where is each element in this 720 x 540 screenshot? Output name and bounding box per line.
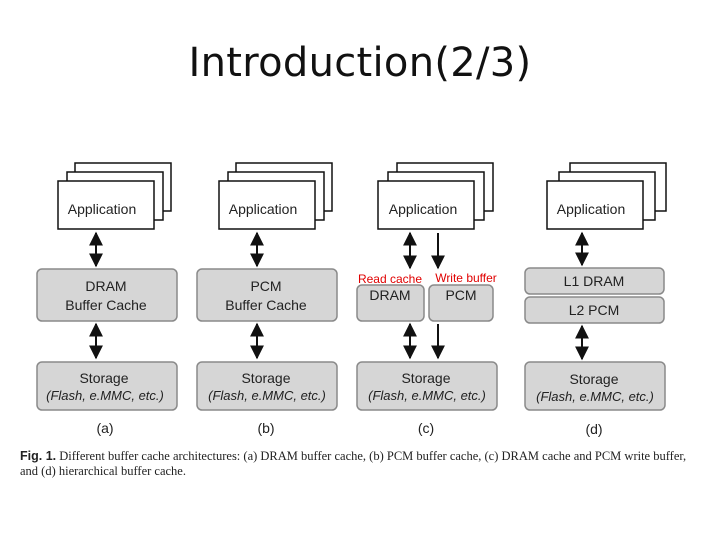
dram-label: DRAM [369,287,410,303]
write-buffer-label: Write buffer [435,271,497,285]
application-label: Application [557,201,626,217]
pcm-write-buffer-box: PCM [428,284,494,322]
column-label: (d) [585,421,602,437]
slide-title: Introduction(2/3) [188,40,532,86]
column-label: (a) [96,420,113,436]
storage-sublabel: (Flash, e.MMC, etc.) [46,388,164,403]
storage-box: Storage (Flash, e.MMC, etc.) [36,361,178,411]
l2-pcm-label: L2 PCM [569,302,620,318]
application-label: Application [229,201,298,217]
application-stack: Application [218,162,333,230]
buffer-cache-label: Buffer Cache [65,297,147,313]
l1-dram-label: L1 DRAM [564,273,625,289]
buffer-cache-type: DRAM [85,278,126,294]
application-stack: Application [57,162,172,230]
application-label: Application [389,201,458,217]
storage-sublabel: (Flash, e.MMC, etc.) [368,388,486,403]
dram-cache-box: DRAM [356,284,425,322]
storage-label: Storage [569,371,618,387]
buffer-cache-box: DRAM Buffer Cache [36,268,178,322]
pcm-label: PCM [445,287,476,303]
column-a: Application DRAM Buffer Cache Storage (F… [36,162,178,436]
storage-label: Storage [79,370,128,386]
buffer-cache-label: Buffer Cache [225,297,307,313]
storage-sublabel: (Flash, e.MMC, etc.) [536,389,654,404]
buffer-cache-box: PCM Buffer Cache [196,268,338,322]
buffer-cache-type: PCM [250,278,281,294]
storage-label: Storage [401,370,450,386]
column-label: (c) [418,420,434,436]
column-c: Application Read cache Write buffer DRAM… [356,162,498,436]
figure-number: Fig. 1. [20,449,57,463]
storage-box: Storage (Flash, e.MMC, etc.) [356,361,498,411]
storage-label: Storage [241,370,290,386]
l1-dram-box: L1 DRAM [524,267,665,295]
storage-sublabel: (Flash, e.MMC, etc.) [208,388,326,403]
application-label: Application [68,201,137,217]
storage-box: Storage (Flash, e.MMC, etc.) [524,361,666,411]
figure-caption-text: Different buffer cache architectures: (a… [20,449,687,478]
column-label: (b) [257,420,274,436]
storage-box: Storage (Flash, e.MMC, etc.) [196,361,338,411]
architecture-diagram: Application DRAM Buffer Cache Storage (F… [36,162,667,437]
column-b: Application PCM Buffer Cache Storage (Fl… [196,162,338,436]
read-cache-label: Read cache [358,272,422,286]
l2-pcm-box: L2 PCM [524,296,665,324]
column-d: Application L1 DRAM L2 PCM Storage (Flas… [524,162,667,437]
application-stack: Application [546,162,667,230]
application-stack: Application [377,162,494,230]
figure-caption: Fig. 1. Different buffer cache architect… [20,449,690,479]
